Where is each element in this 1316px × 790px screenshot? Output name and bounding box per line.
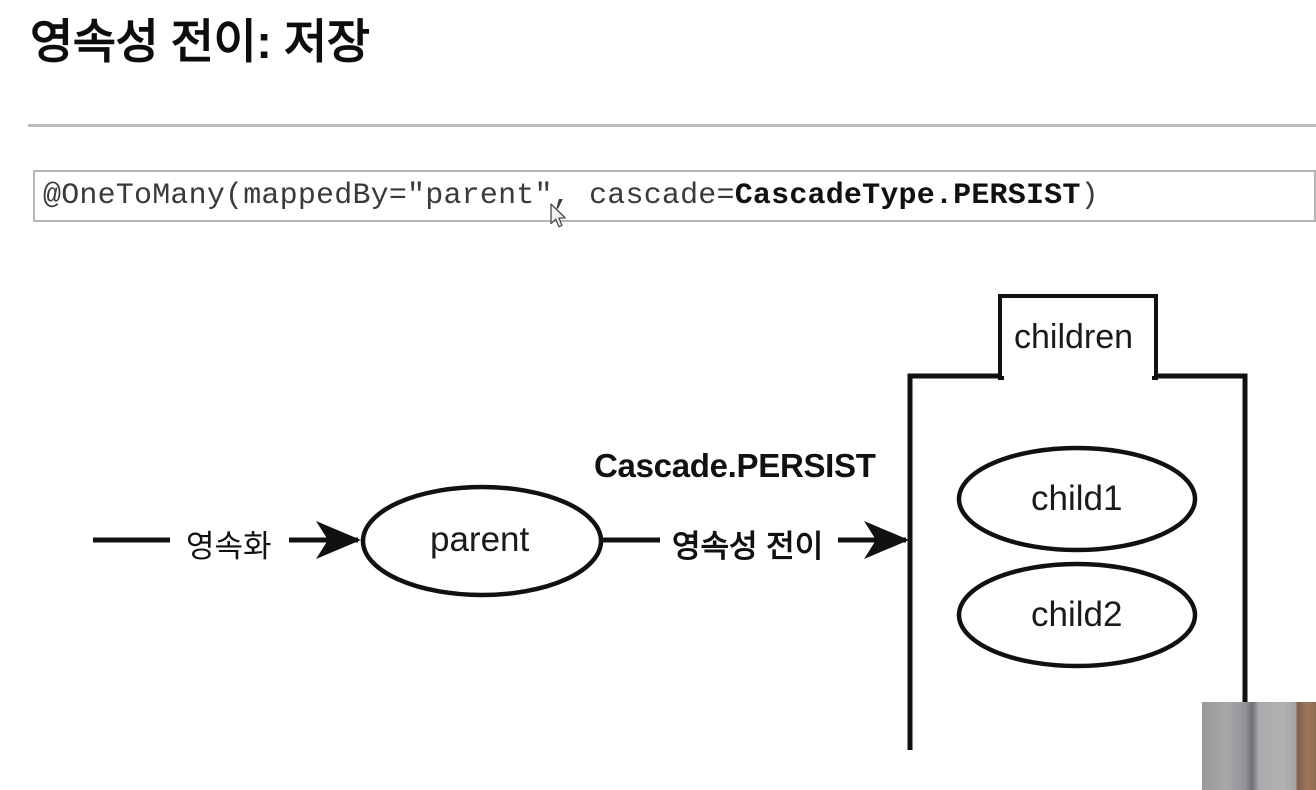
parent-node-label: parent xyxy=(430,520,530,559)
tab-notch-mask xyxy=(1004,372,1152,381)
cascade-persist-label: Cascade.PERSIST xyxy=(594,447,876,484)
code-block: @OneToMany(mappedBy="parent", cascade=Ca… xyxy=(33,170,1316,222)
child2-node-label: child2 xyxy=(1031,595,1123,634)
title-divider xyxy=(28,124,1316,127)
code-plain-prefix: @OneToMany(mappedBy="parent", cascade= xyxy=(43,179,735,213)
code-plain-suffix: ) xyxy=(1080,179,1099,213)
child1-node-label: child1 xyxy=(1031,479,1123,518)
child1-node-shape xyxy=(956,445,1198,553)
webcam-video-overlay xyxy=(1202,702,1316,790)
persistence-cascade-diagram xyxy=(0,250,1316,750)
mouse-pointer xyxy=(550,203,568,229)
code-line: @OneToMany(mappedBy="parent", cascade=Ca… xyxy=(35,179,1099,213)
child2-node-shape xyxy=(956,561,1198,669)
code-bold-part: CascadeType.PERSIST xyxy=(734,179,1081,213)
children-tab-label: children xyxy=(1014,318,1134,356)
diagram-canvas xyxy=(93,294,1248,750)
cascade-transfer-label: 영속성 전이 xyxy=(672,529,824,564)
page-title: 영속성 전이: 저장 xyxy=(30,15,370,68)
entry-label: 영속화 xyxy=(186,529,272,564)
